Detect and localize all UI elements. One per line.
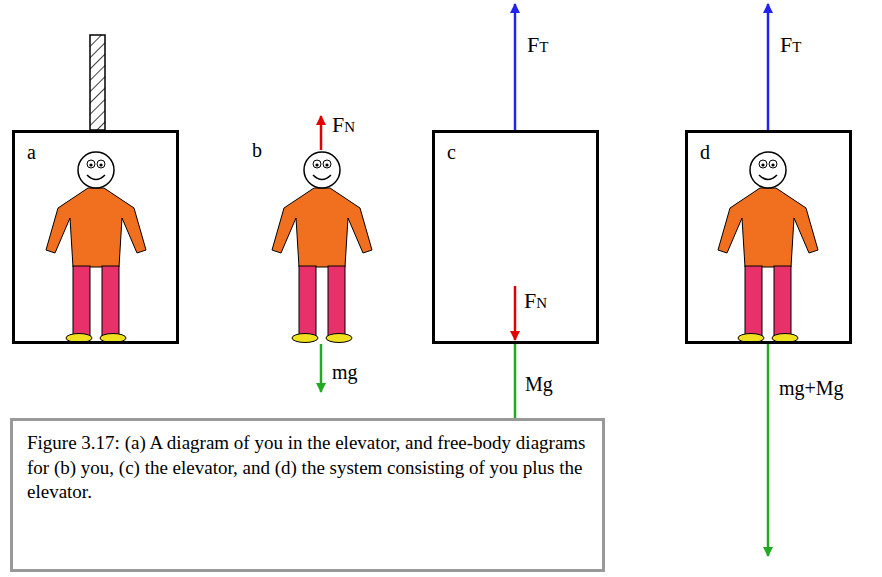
person-figure xyxy=(46,152,146,343)
force-arrow xyxy=(767,344,770,556)
force-label: FT xyxy=(527,34,548,56)
panel-letter: d xyxy=(700,141,710,164)
panel-letter: b xyxy=(252,140,262,160)
cable-post xyxy=(90,35,105,130)
force-arrow xyxy=(320,116,323,150)
force-label: FN xyxy=(524,290,547,312)
force-label: mg xyxy=(332,362,358,382)
force-arrow xyxy=(320,344,323,392)
elevator-box: a xyxy=(12,130,179,344)
elevator-box: c xyxy=(432,130,599,344)
force-label: mg+Mg xyxy=(779,378,844,398)
elevator-box: d xyxy=(685,130,852,344)
panel-letter: a xyxy=(27,141,36,164)
panel-letter: c xyxy=(447,141,456,164)
force-arrow xyxy=(514,4,517,130)
person-figure xyxy=(272,152,372,343)
force-arrow xyxy=(514,286,517,340)
force-label: FT xyxy=(780,34,801,56)
force-arrow xyxy=(767,4,770,130)
figure-caption: Figure 3.17: (a) A diagram of you in the… xyxy=(10,418,605,572)
force-label: Mg xyxy=(525,374,553,394)
person-figure xyxy=(718,152,818,343)
force-label: FN xyxy=(332,114,355,136)
